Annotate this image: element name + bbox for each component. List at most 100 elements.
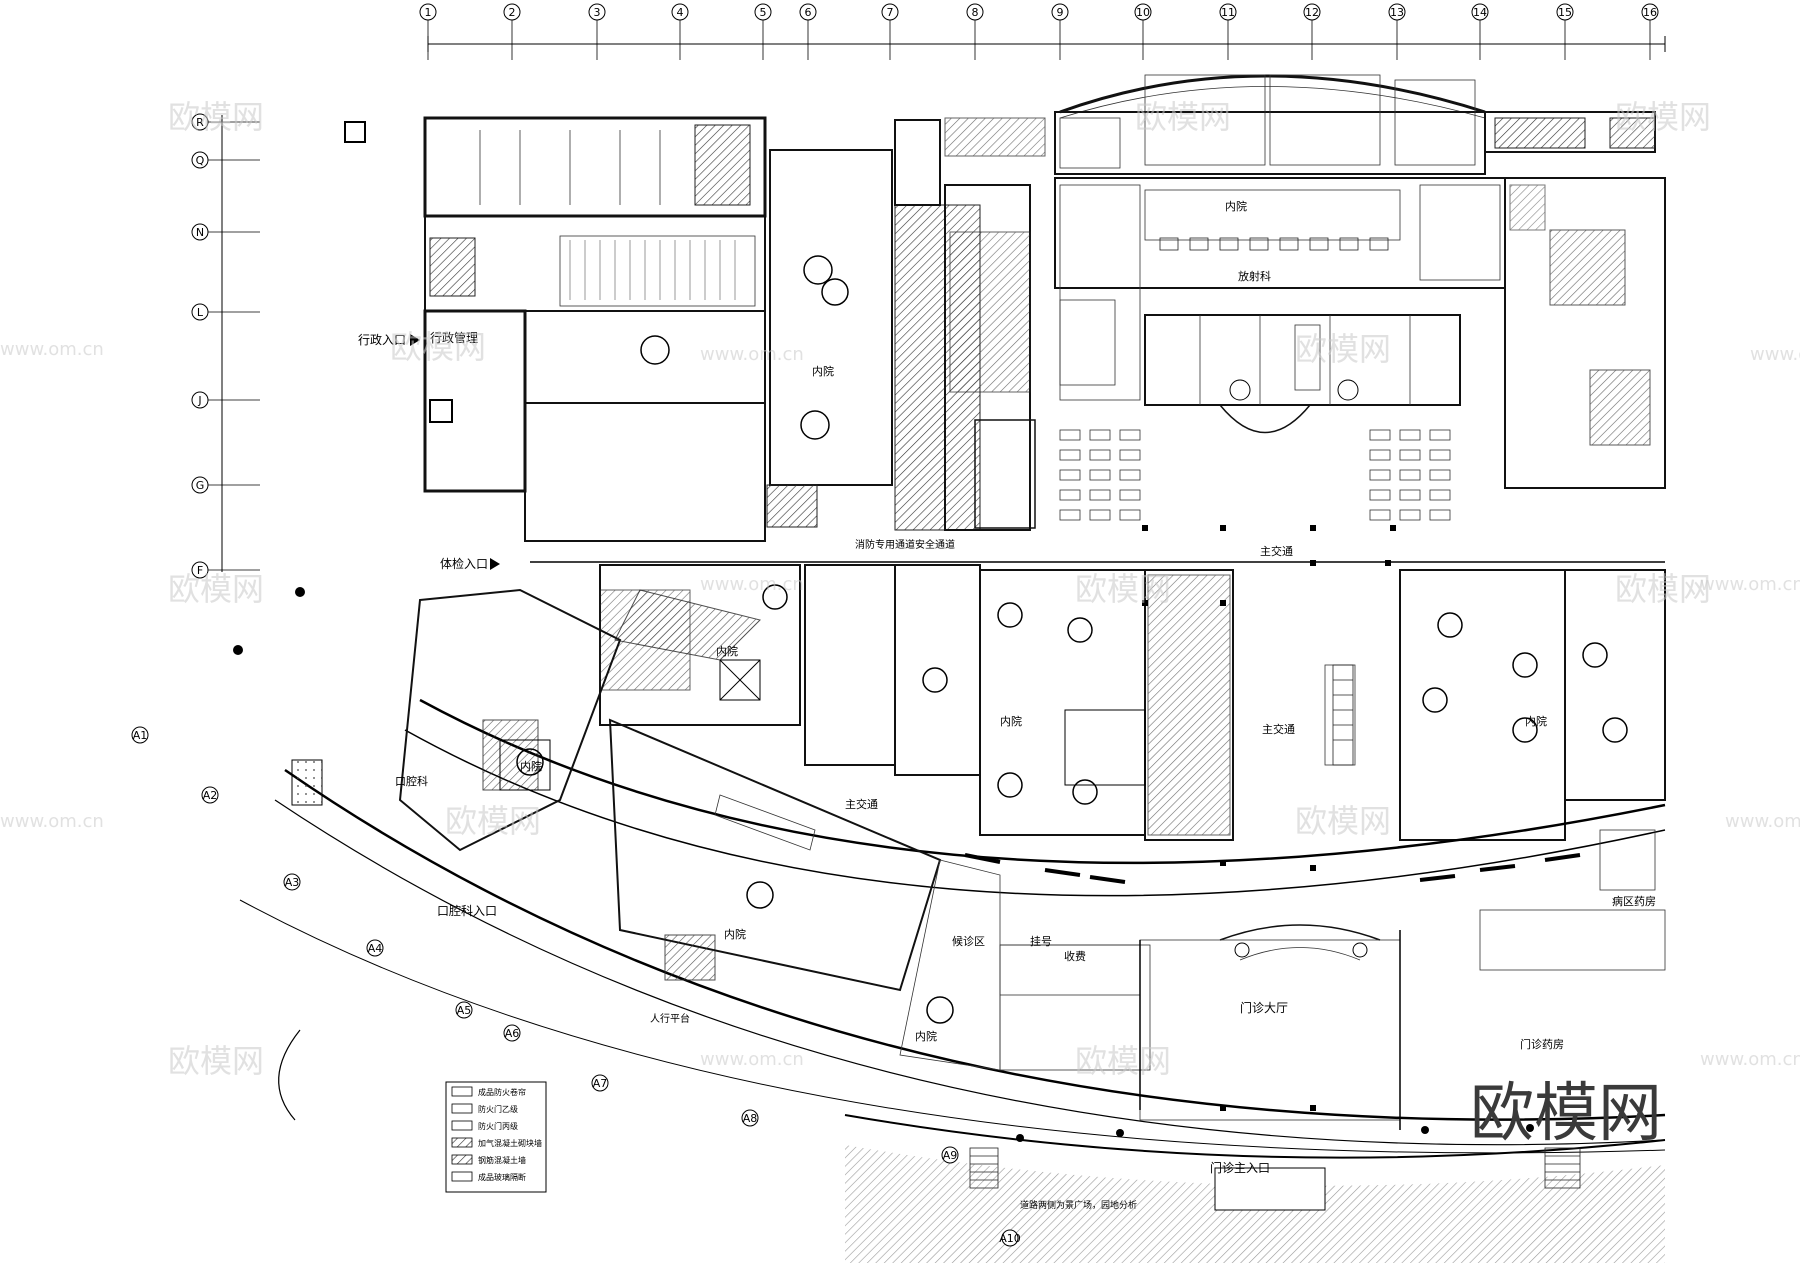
physical-exam-entrance-arrow: [490, 558, 500, 570]
svg-text:6: 6: [805, 6, 812, 19]
svg-text:9: 9: [1057, 6, 1064, 19]
room-labels: 行政入口 行政管理 体检入口 口腔科入口 口腔科 门诊主入口 内院 内院 内院 …: [358, 199, 1656, 1211]
watermark-11: 欧模网: [168, 1042, 264, 1080]
row-axis-Q: Q: [191, 151, 260, 169]
row-axis-R: R: [191, 113, 260, 131]
svg-text:8: 8: [972, 6, 979, 19]
top-dimension-line: [427, 36, 1666, 52]
watermarks: 欧模网 欧模网 欧模网 欧模网 欧模网 欧模网 欧模网 欧模网 欧模网 欧模网 …: [0, 98, 1800, 1151]
watermark-small-6: www.om.cn: [1700, 574, 1800, 595]
column-axis-8: 8: [966, 3, 984, 60]
corridor-dash-marks: [964, 853, 1581, 884]
column-axis-5: 5: [754, 3, 772, 60]
legend-swatch: [451, 1154, 473, 1165]
svg-text:11: 11: [1221, 6, 1235, 19]
courtyard-label-6: 内院: [915, 1029, 937, 1043]
svg-text:13: 13: [1390, 6, 1404, 19]
svg-text:N: N: [196, 226, 204, 239]
svg-text:Q: Q: [196, 154, 205, 167]
column-axis-16: 16: [1641, 3, 1659, 60]
admin-block: [344, 116, 767, 542]
svg-text:J: J: [197, 394, 201, 407]
arc-axis-A8: A8: [741, 1109, 759, 1127]
row-axis-markers: R Q N L J G F: [191, 113, 260, 579]
svg-text:F: F: [197, 564, 203, 577]
column-axis-12: 12: [1303, 3, 1321, 60]
arc-axis-A6: A6: [503, 1024, 521, 1042]
watermark-9: 欧模网: [445, 802, 541, 840]
watermark-small-2: www.om.cn: [0, 811, 104, 832]
middle-curved-wing: [608, 718, 1001, 1071]
watermark-3: 欧模网: [1135, 98, 1231, 136]
arc-axis-A7: A7: [591, 1074, 609, 1092]
svg-text:A9: A9: [943, 1149, 958, 1162]
svg-text:7: 7: [887, 6, 894, 19]
column-axis-11: 11: [1219, 3, 1237, 60]
row-axis-F: F: [191, 561, 260, 579]
admin-mgmt-label: 行政管理: [430, 330, 478, 345]
column-axis-3: 3: [588, 3, 606, 60]
legend-label: 加气混凝土砌块墙: [478, 1138, 542, 1148]
arc-axis-A3: A3: [283, 873, 301, 891]
svg-text:5: 5: [760, 6, 767, 19]
courtyard-label-4: 内院: [1525, 714, 1547, 728]
watermark-small-7: www.om.cn: [1725, 811, 1800, 832]
column-axis-14: 14: [1471, 3, 1489, 60]
watermark-2: 欧模网: [390, 328, 486, 366]
watermark-1: 欧模网: [168, 98, 264, 136]
courtyard-north: [766, 149, 893, 528]
arc-axis-A1: A1: [131, 726, 149, 744]
watermark-small-4: www.om.cn: [1750, 344, 1800, 365]
outpatient-hall-label: 门诊大厅: [1240, 1000, 1288, 1015]
legend-label: 防火门丙级: [478, 1121, 518, 1131]
main-corridor-label-3: 主交通: [845, 797, 878, 811]
arc-axis-A9: A9: [941, 1146, 959, 1164]
courtyard-label-7: 内院: [520, 759, 542, 773]
watermark-small-5: www.om.cn: [700, 574, 804, 595]
legend-label: 钢筋混凝土墙: [478, 1155, 526, 1165]
column-axis-6: 6: [799, 3, 817, 60]
pedestrian-platform-label: 人行平台: [650, 1012, 690, 1025]
plaza-label: 道路两侧为景广场，园地分析: [1020, 1199, 1137, 1211]
column-axis-13: 13: [1388, 3, 1406, 60]
column-axis-1: 1: [419, 3, 437, 60]
plaza-hatch: [845, 1145, 1665, 1263]
arc-axis-A10: A10: [999, 1229, 1021, 1247]
fire-lane-label: 消防专用通道安全通道: [855, 538, 955, 551]
courtyard-label-1: 内院: [812, 364, 834, 378]
courtyard-label-3: 内院: [1000, 714, 1022, 728]
legend-label: 成品玻璃隔断: [478, 1172, 526, 1182]
outpatient-pharmacy-label: 门诊药房: [1520, 1037, 1564, 1051]
legend-swatch: [451, 1086, 473, 1097]
watermark-5: 欧模网: [168, 570, 264, 608]
watermark-brand: 欧模网: [1470, 1077, 1662, 1151]
svg-text:10: 10: [1136, 6, 1150, 19]
svg-text:A6: A6: [505, 1027, 520, 1040]
dental-department: [291, 588, 761, 852]
courtyard-label-5: 内院: [724, 927, 746, 941]
radiology-label: 放射科: [1238, 269, 1271, 283]
arc-axis-A5: A5: [455, 1001, 473, 1019]
main-corridor-label-2: 主交通: [1262, 722, 1295, 736]
east-block: [1504, 177, 1666, 489]
row-axis-N: N: [191, 223, 260, 241]
column-axis-9: 9: [1051, 3, 1069, 60]
watermark-small-1: www.om.cn: [0, 339, 104, 360]
arc-axis-A4: A4: [366, 939, 384, 957]
legend-swatch: [451, 1103, 473, 1114]
row-axis-L: L: [191, 303, 260, 321]
register-label: 挂号: [1030, 934, 1052, 948]
svg-text:G: G: [196, 479, 205, 492]
svg-text:15: 15: [1558, 6, 1572, 19]
fire-lane-hatched: [894, 119, 1036, 531]
svg-text:A3: A3: [285, 876, 300, 889]
dental-dept-label: 口腔科: [395, 774, 428, 788]
svg-text:16: 16: [1643, 6, 1657, 19]
waiting-label: 候诊区: [952, 934, 985, 948]
watermark-small-8: www.om.cn: [700, 1049, 804, 1070]
svg-text:A2: A2: [203, 789, 218, 802]
dental-entrance-label: 口腔科入口: [437, 903, 497, 918]
fee-label: 收费: [1064, 949, 1086, 963]
